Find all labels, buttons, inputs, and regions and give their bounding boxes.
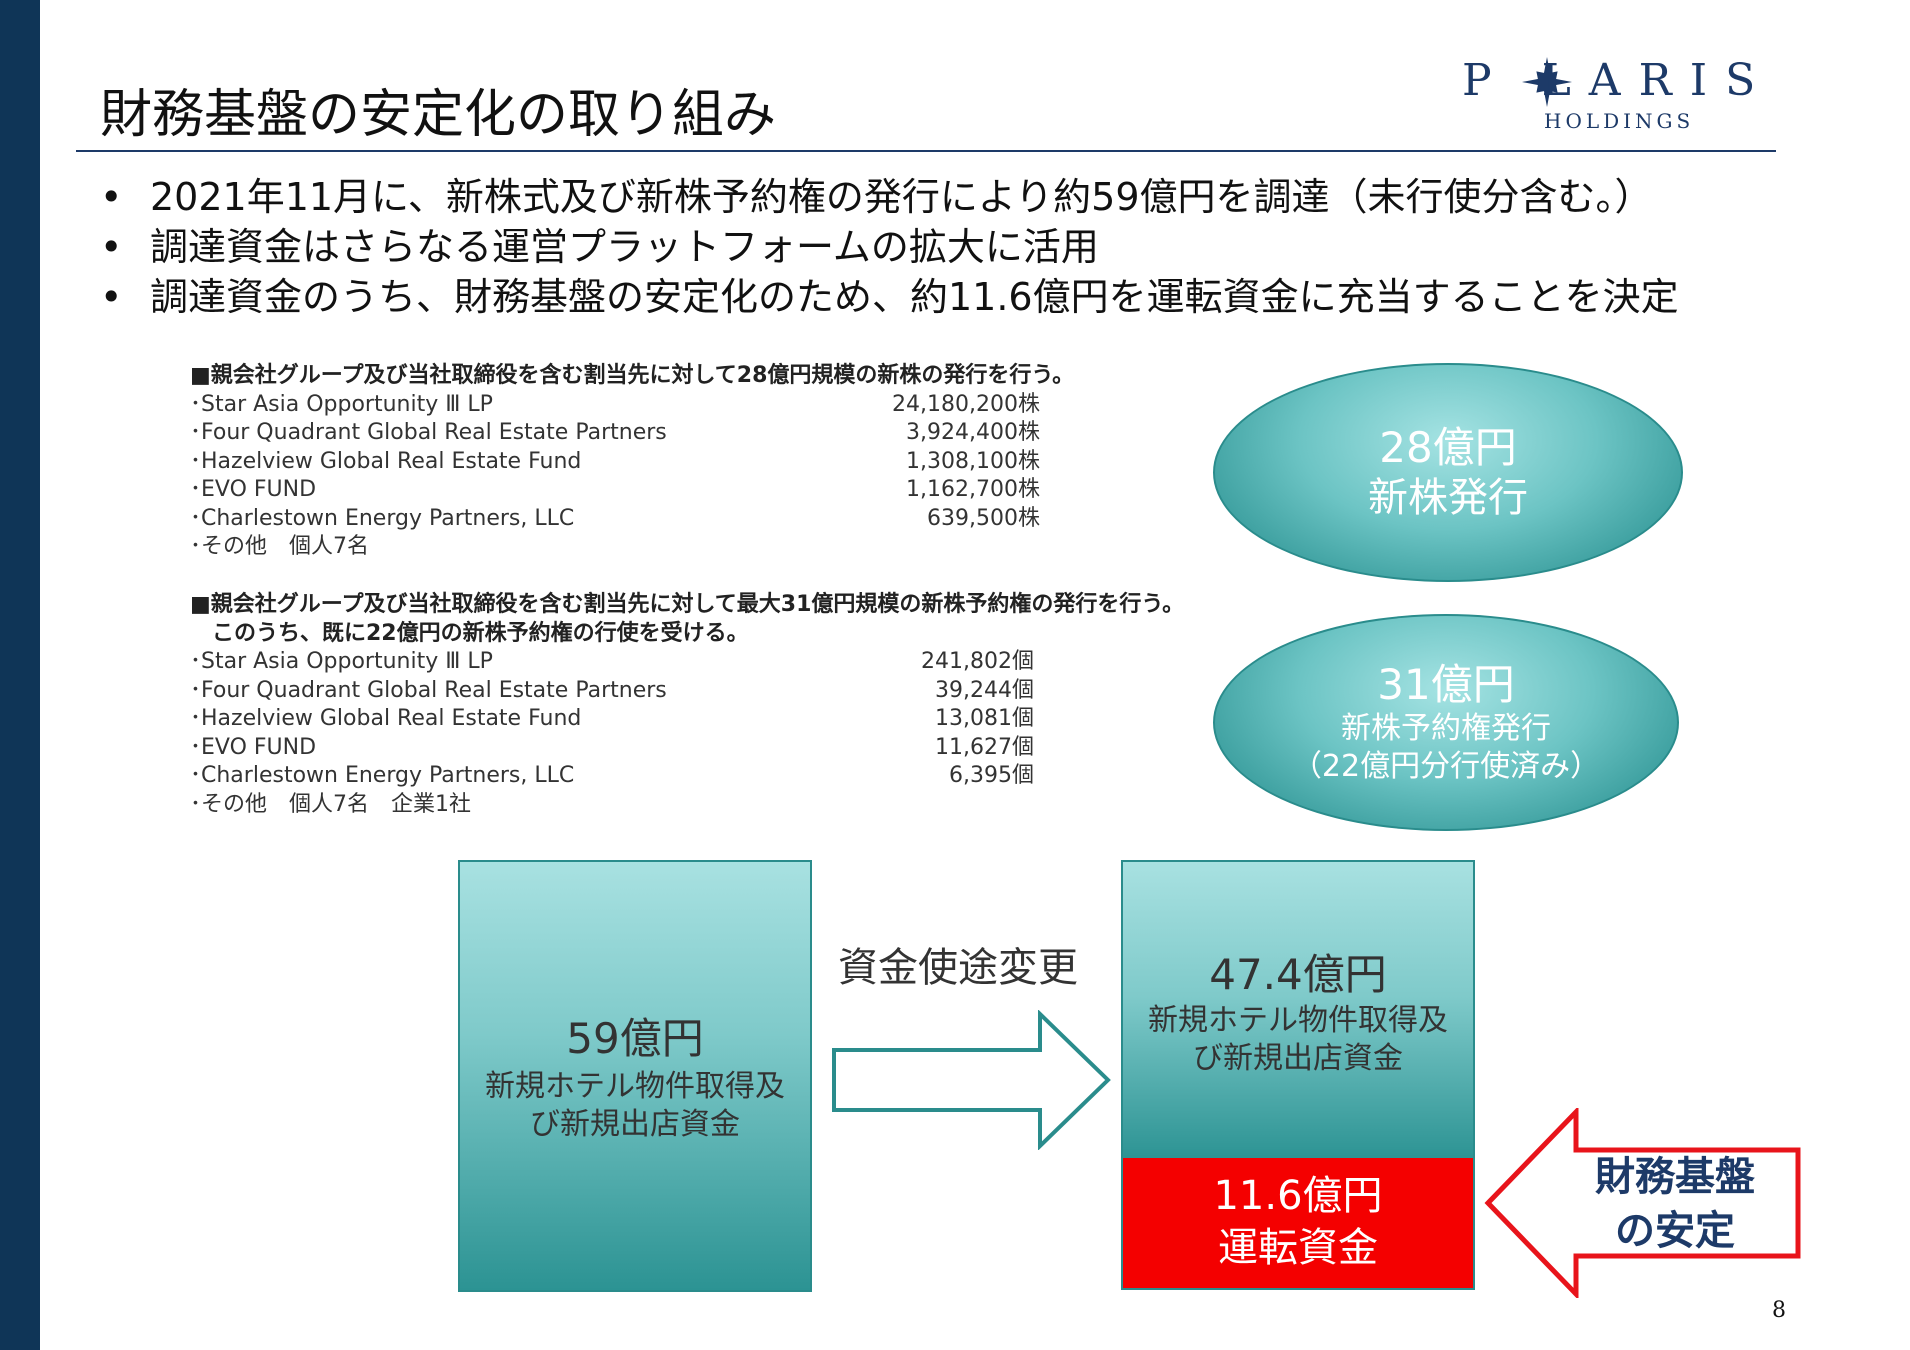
allottee-name: ･その他 個人7名 [190,534,369,559]
ellipse-label: 新株発行 [1368,474,1528,521]
box-desc-line: 新規ホテル物件取得及 [1148,1003,1448,1038]
allottee-name: ･Star Asia Opportunity Ⅲ LP [190,649,493,674]
working-capital-box: 11.6億円 運転資金 [1121,1158,1475,1290]
section-header: ■親会社グループ及び当社取締役を含む割当先に対して28億円規模の新株の発行を行う… [190,363,1075,388]
left-arrow-icon [1484,1108,1801,1298]
key-points-list: • 2021年11月に、新株式及び新株予約権の発行により約59億円を調達（未行使分… [100,172,1679,322]
right-arrow-icon [832,1010,1111,1150]
allotment-value: 639,500株 [927,505,1040,531]
logo-subtitle: HOLDINGS [1544,109,1695,133]
new-shares-allocation: ■親会社グループ及び当社取締役を含む割当先に対して28億円規模の新株の発行を行う… [190,362,1074,562]
allocation-row: ･その他 個人7名 [190,533,1074,562]
ellipse-amount: 28億円 [1379,422,1517,472]
bullet-item: • 調達資金はさらなる運営プラットフォームの拡大に活用 [100,222,1679,272]
box-amount: 59億円 [566,1014,704,1063]
allocation-row: ･Hazelview Global Real Estate Fund 13,081… [190,705,1184,734]
stabilization-line: 財務基盤 [1595,1154,1755,1200]
allotment-value: 241,802個 [921,649,1034,674]
warrants-ellipse: 31億円 新株予約権発行 （22億円分行使済み） [1213,614,1679,831]
bullet-item: • 2021年11月に、新株式及び新株予約権の発行により約59億円を調達（未行使分… [100,172,1679,222]
bullet-text: 2021年11月に、新株式及び新株予約権の発行により約59億円を調達（未行使分含… [150,175,1653,219]
bullet-dot: • [100,275,123,319]
allotment-value: 3,924,400株 [906,420,1040,445]
allottee-name: ･Charlestown Energy Partners, LLC [190,505,575,531]
allotment-value: 39,244個 [935,677,1034,703]
allotment-value: 1,308,100株 [906,448,1040,474]
allottee-name: ･EVO FUND [190,477,317,502]
allocation-row: ･Star Asia Opportunity Ⅲ LP 24,180,200株 [190,391,1074,420]
allotment-value: 13,081個 [935,706,1034,731]
page-title: 財務基盤の安定化の取り組み [100,85,777,145]
allottee-name: ･Four Quadrant Global Real Estate Partne… [190,420,667,445]
logo-wordmark: P LARIS [1462,55,1774,106]
compass-star-icon [1522,57,1572,107]
allottee-name: ･EVO FUND [190,734,317,760]
box-desc-line: び新規出店資金 [530,1107,740,1142]
allottee-name: ･Hazelview Global Real Estate Fund [190,706,582,731]
box-amount: 47.4億円 [1209,950,1387,999]
left-sidebar-bar [0,0,40,1350]
allottee-name: ･Hazelview Global Real Estate Fund [190,448,582,474]
allocation-row: ･Charlestown Energy Partners, LLC 639,500… [190,505,1074,534]
allotment-value: 24,180,200株 [892,391,1040,417]
stabilization-line: の安定 [1615,1208,1735,1254]
working-capital-label: 運転資金 [1218,1225,1378,1271]
page-number: 8 [1772,1298,1786,1323]
ellipse-note: （22億円分行使済み） [1291,748,1601,784]
change-of-use-label: 資金使途変更 [838,945,1078,991]
allocation-row: ･その他 個人7名 企業1社 [190,791,1184,820]
allotment-value: 1,162,700株 [906,477,1040,502]
allottee-name: ･Charlestown Energy Partners, LLC [190,763,575,788]
allocation-row: ･Four Quadrant Global Real Estate Partne… [190,419,1074,448]
financial-stabilization-label: 財務基盤 の安定 [1560,1150,1790,1258]
allottee-name: ･Star Asia Opportunity Ⅲ LP [190,391,493,417]
ellipse-amount: 31億円 [1377,659,1515,709]
allocation-row: ･Star Asia Opportunity Ⅲ LP 241,802個 [190,648,1184,677]
allottee-name: ･Four Quadrant Global Real Estate Partne… [190,677,667,703]
bullet-item: • 調達資金のうち、財務基盤の安定化のため、約11.6億円を運転資金に充当すること… [100,272,1679,322]
section-subheader: このうち、既に22億円の新株予約権の行使を受ける。 [190,620,749,646]
box-desc-line: び新規出店資金 [1193,1041,1403,1076]
ellipse-label: 新株予約権発行 [1341,710,1551,746]
bullet-text: 調達資金はさらなる運営プラットフォームの拡大に活用 [150,225,1099,269]
polaris-logo: P LARIS HOLDINGS [1462,55,1762,135]
allocation-row: ･Charlestown Energy Partners, LLC 6,395個 [190,762,1184,791]
allottee-name: ･その他 個人7名 企業1社 [190,791,471,817]
working-capital-amount: 11.6億円 [1213,1173,1383,1219]
bullet-text: 調達資金のうち、財務基盤の安定化のため、約11.6億円を運転資金に充当することを… [150,275,1679,319]
funds-after-box: 47.4億円 新規ホテル物件取得及 び新規出店資金 [1121,860,1475,1162]
allotment-value: 11,627個 [935,734,1034,760]
title-divider [76,150,1776,152]
warrants-allocation: ■親会社グループ及び当社取締役を含む割当先に対して最大31億円規模の新株予約権の… [190,591,1184,819]
allocation-row: ･EVO FUND 11,627個 [190,734,1184,763]
funds-before-box: 59億円 新規ホテル物件取得及 び新規出店資金 [458,860,812,1292]
allotment-value: 6,395個 [949,763,1034,788]
box-desc-line: 新規ホテル物件取得及 [485,1069,785,1104]
bullet-dot: • [100,225,123,269]
bullet-dot: • [100,175,123,219]
new-shares-ellipse: 28億円 新株発行 [1213,363,1683,582]
allocation-row: ･EVO FUND 1,162,700株 [190,476,1074,505]
section-header: ■親会社グループ及び当社取締役を含む割当先に対して最大31億円規模の新株予約権の… [190,592,1185,617]
allocation-row: ･Four Quadrant Global Real Estate Partne… [190,677,1184,706]
allocation-row: ･Hazelview Global Real Estate Fund 1,308,… [190,448,1074,477]
